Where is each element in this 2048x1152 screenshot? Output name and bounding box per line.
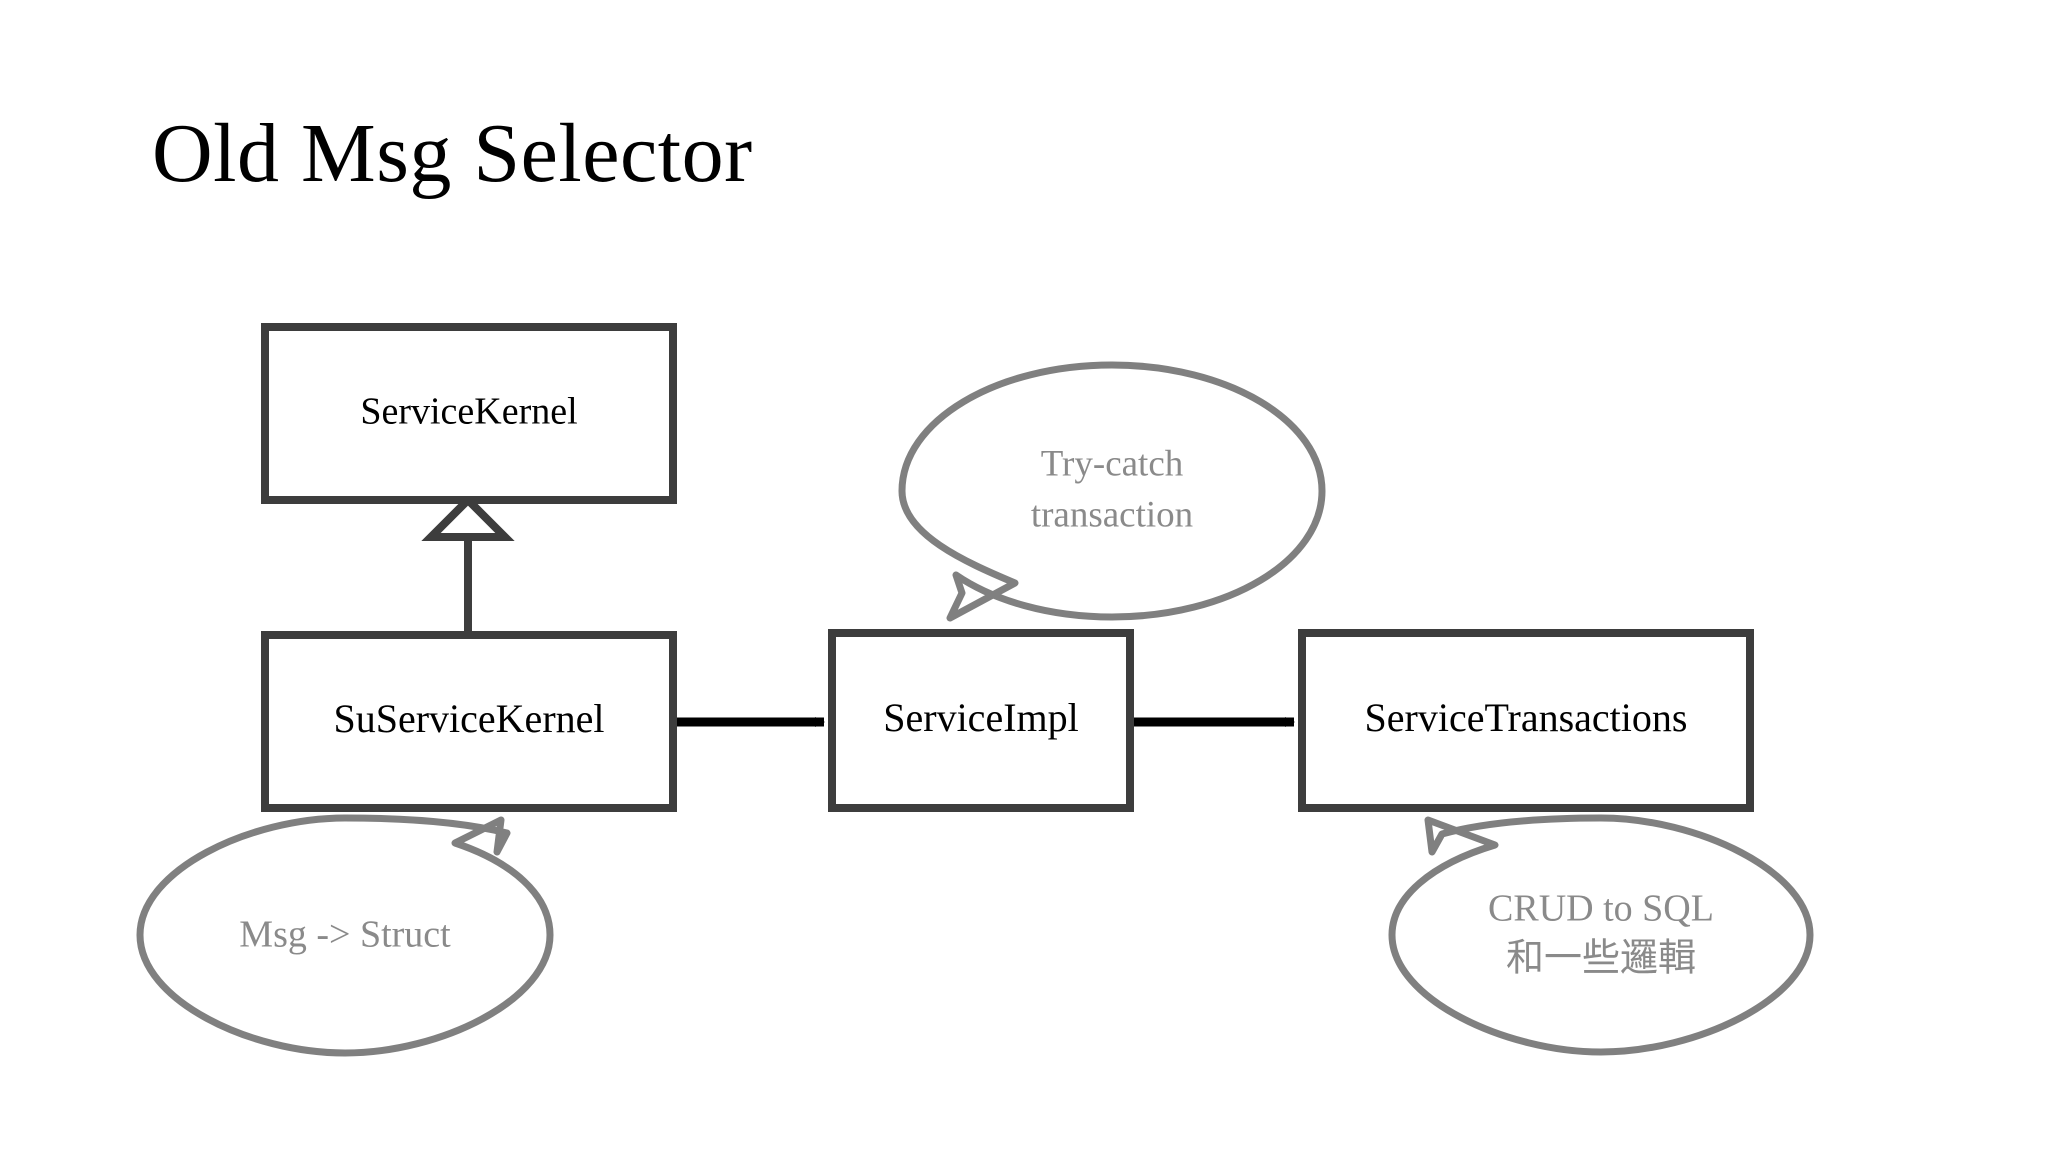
callout-bubble-shape	[136, 814, 554, 1057]
node-service-transactions[interactable]: ServiceTransactions	[1298, 629, 1754, 812]
node-label: ServiceTransactions	[1365, 695, 1688, 740]
callout-line-2: 和一些邏輯	[1506, 938, 1696, 980]
node-label: ServiceImpl	[883, 695, 1079, 740]
node-box	[828, 629, 1134, 812]
inheritance-connector-su-to-kernel	[421, 494, 515, 635]
callout-line-1: CRUD to SQL	[1488, 888, 1714, 930]
inheritance-hollow-triangle-icon	[421, 494, 515, 541]
callout-line-1: Msg -> Struct	[239, 914, 451, 956]
node-label: ServiceKernel	[360, 391, 577, 433]
node-service-impl[interactable]: ServiceImpl	[828, 629, 1134, 812]
callout-bubble-shape	[1388, 814, 1814, 1056]
node-box	[1298, 629, 1754, 812]
node-label: SuServiceKernel	[333, 696, 604, 741]
node-box	[261, 323, 677, 504]
callout-line-2: transaction	[1031, 494, 1193, 535]
callout-line-1: Try-catch	[1041, 443, 1184, 484]
callout-try-catch[interactable]: Try-catch transaction	[898, 361, 1326, 622]
callout-bubble-shape	[898, 361, 1326, 622]
node-box	[261, 631, 677, 812]
callout-msg-struct[interactable]: Msg -> Struct	[136, 814, 554, 1057]
node-su-service-kernel[interactable]: SuServiceKernel	[261, 631, 677, 812]
page-title: Old Msg Selector	[152, 107, 753, 200]
callout-crud-sql[interactable]: CRUD to SQL 和一些邏輯	[1388, 814, 1814, 1056]
node-service-kernel[interactable]: ServiceKernel	[261, 323, 677, 504]
